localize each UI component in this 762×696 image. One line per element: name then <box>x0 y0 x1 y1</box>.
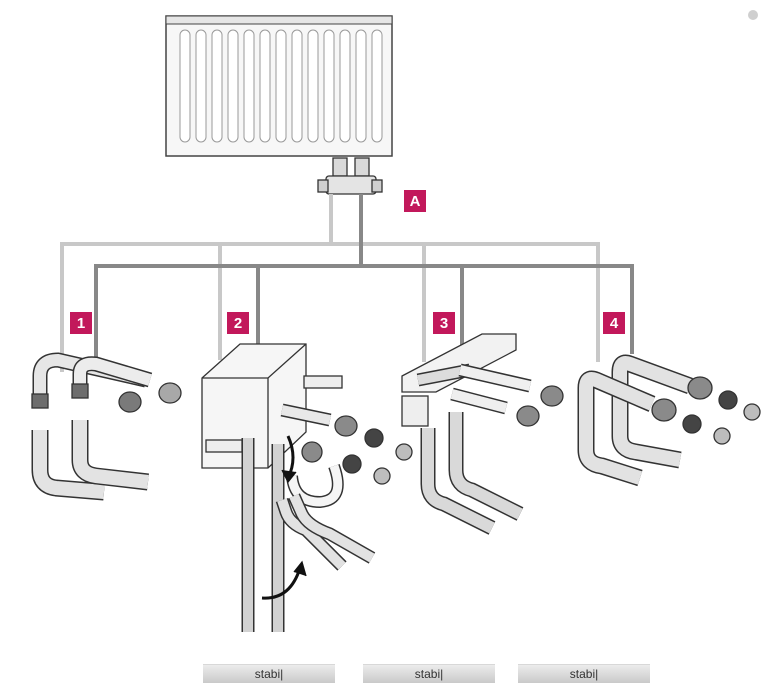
radiator <box>165 15 393 157</box>
marker-3: 3 <box>433 312 455 334</box>
stabil-logo-1: stabi| <box>203 664 335 683</box>
connection-variant-2 <box>201 343 413 632</box>
connection-variant-1 <box>31 352 182 501</box>
connection-lines <box>60 194 634 372</box>
connection-variant-4 <box>577 354 761 487</box>
stabil-logo-3: stabi| <box>518 664 650 683</box>
radiator-valve-block <box>317 157 383 195</box>
circle-icon <box>748 10 758 20</box>
marker-4: 4 <box>603 312 625 334</box>
marker-2: 2 <box>227 312 249 334</box>
marker-a: A <box>404 190 426 212</box>
stabil-logo-2: stabi| <box>363 664 495 683</box>
marker-1: 1 <box>70 312 92 334</box>
connection-variant-3 <box>401 333 564 535</box>
